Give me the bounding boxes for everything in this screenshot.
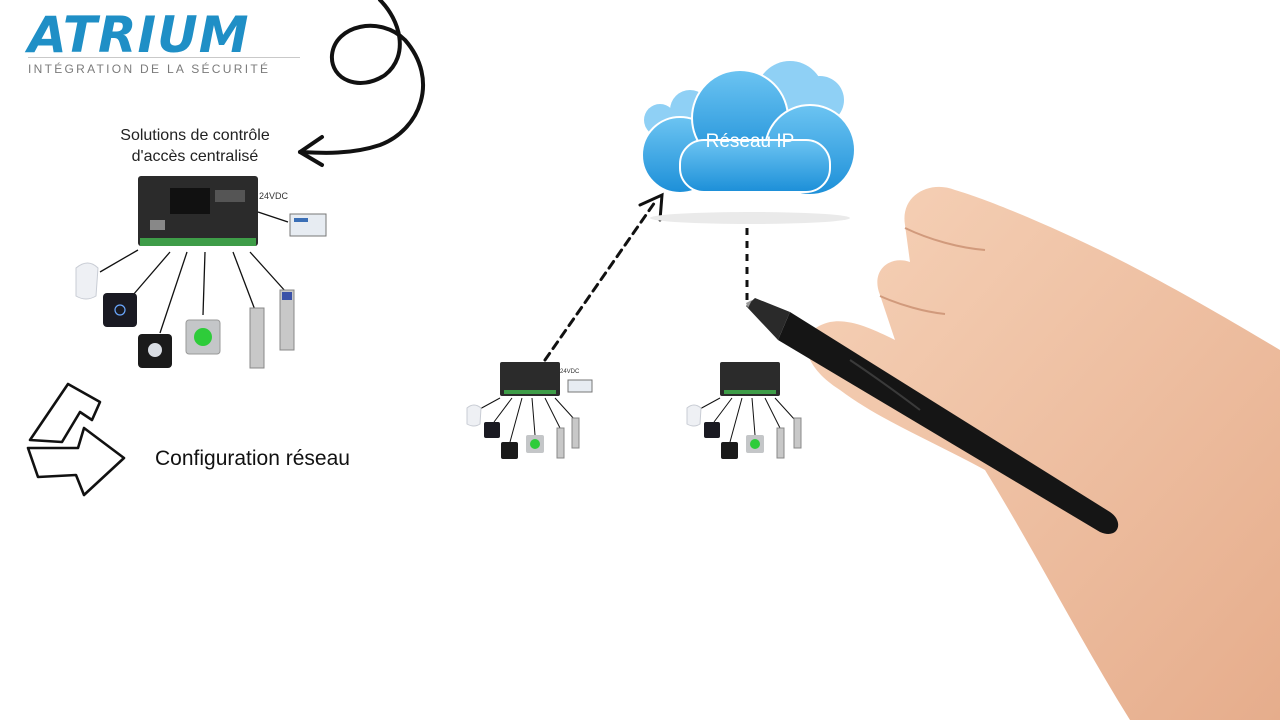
dashed-link-arrow <box>543 192 664 362</box>
diagram-title: Solutions de contrôle d'accès centralisé <box>120 127 270 165</box>
config-arrows-icon <box>26 382 126 497</box>
device-arrows-large <box>99 211 289 334</box>
voltage-label-small: 24VDC <box>560 369 580 375</box>
reader-devices-large <box>75 262 295 369</box>
config-label: Configuration réseau <box>155 447 350 470</box>
controller-board-large <box>138 176 327 246</box>
logo-wordmark: ATRIUM <box>28 6 250 64</box>
controller-node-1 <box>466 362 593 459</box>
voltage-label-large: 24VDC <box>259 191 289 201</box>
controller-node-2 <box>686 362 802 459</box>
logo-divider <box>28 57 300 58</box>
curly-arrow <box>298 0 425 167</box>
hand-with-pen <box>746 186 1280 720</box>
cloud-shape <box>641 61 856 224</box>
cloud-label: Réseau IP <box>705 131 795 152</box>
logo-tagline: INTÉGRATION DE LA SÉCURITÉ <box>28 62 271 76</box>
